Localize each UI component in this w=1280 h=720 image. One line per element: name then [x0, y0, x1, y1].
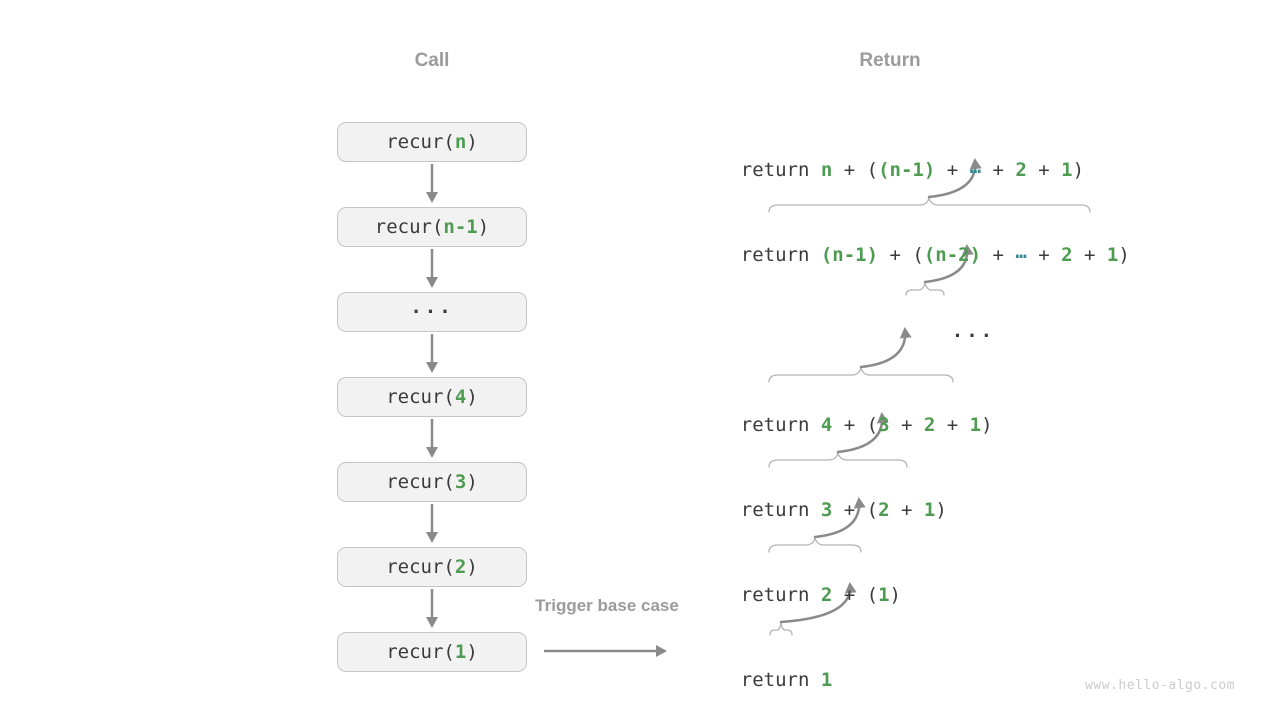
code-segment: ) — [466, 386, 478, 408]
return-expr-n-1: return (n-1) + ((n-2) + … + 2 + 1) — [695, 213, 1130, 266]
code-segment: return — [740, 584, 821, 606]
code-segment: 3 — [820, 499, 833, 521]
code-segment: recur( — [374, 216, 444, 238]
code-segment: 1 — [969, 414, 982, 436]
call-column-header: Call — [414, 50, 450, 71]
code-segment: 1 — [820, 669, 833, 691]
code-segment: (n-2) — [923, 244, 982, 266]
ellipsis-text: ··· — [951, 325, 996, 347]
call-box-recur-1: recur(1) — [337, 632, 527, 672]
ellipsis-text: ··· — [410, 301, 454, 323]
code-segment: recur( — [386, 386, 455, 408]
code-segment: recur( — [386, 471, 455, 493]
code-segment: (n-1) — [878, 159, 936, 181]
code-segment: return — [740, 414, 821, 436]
code-segment: + — [889, 499, 924, 521]
return-column-header: Return — [859, 50, 921, 71]
code-segment: + — [832, 414, 867, 436]
code-segment: n — [454, 131, 467, 153]
trigger-base-case-label: Trigger base case — [535, 596, 679, 615]
brace-icon — [768, 535, 862, 553]
code-segment: 1 — [1106, 244, 1119, 266]
code-segment: + — [935, 414, 970, 436]
code-segment: 2 — [923, 414, 936, 436]
code-segment: return — [740, 244, 821, 266]
brace-icon — [768, 450, 908, 468]
code-segment: 2 — [1015, 159, 1027, 181]
code-segment: ( — [866, 584, 879, 606]
call-box-recur-3: recur(3) — [337, 462, 527, 502]
code-segment: 1 — [878, 584, 890, 606]
code-segment: ( — [866, 159, 879, 181]
code-segment: n-1 — [443, 216, 478, 238]
code-segment: 4 — [454, 386, 467, 408]
code-segment: ) — [466, 556, 478, 578]
code-segment: 1 — [1061, 159, 1073, 181]
return-arrow-icon — [859, 327, 912, 369]
return-expr-n: return n + ((n-1) + … + 2 + 1) — [695, 128, 1084, 181]
code-segment: recur( — [386, 131, 455, 153]
code-segment: 2 — [454, 556, 467, 578]
code-segment: + — [832, 584, 867, 606]
code-segment: 1 — [923, 499, 936, 521]
code-segment: ) — [935, 499, 947, 521]
code-segment: recur( — [386, 641, 455, 663]
code-segment: 3 — [878, 414, 890, 436]
code-segment: ( — [866, 414, 879, 436]
code-segment: (n-1) — [820, 244, 879, 266]
call-box-recur-2: recur(2) — [337, 547, 527, 587]
code-segment: + — [981, 159, 1016, 181]
code-segment: return — [740, 669, 821, 691]
code-segment: ) — [1118, 244, 1130, 266]
code-segment: return — [740, 159, 821, 181]
code-segment: ) — [466, 641, 478, 663]
ellipsis-text: … — [969, 156, 982, 178]
code-segment: ) — [466, 471, 478, 493]
code-segment: recur( — [386, 556, 455, 578]
code-segment: ) — [889, 584, 901, 606]
code-segment: + — [1072, 244, 1107, 266]
return-ellipsis-row: ··· — [906, 294, 995, 347]
code-segment: + — [1026, 244, 1062, 266]
code-segment: 4 — [820, 414, 833, 436]
code-segment: ( — [866, 499, 879, 521]
return-expr-2: return 2 + (1) — [695, 553, 901, 606]
code-segment: 3 — [454, 471, 467, 493]
code-segment: + — [935, 159, 970, 181]
code-segment: + — [1026, 159, 1062, 181]
code-segment: ( — [912, 244, 924, 266]
code-segment: 2 — [820, 584, 833, 606]
code-segment: + — [889, 414, 924, 436]
code-segment: ) — [981, 414, 993, 436]
call-box-recur-n: recur(n) — [337, 122, 527, 162]
ellipsis-text: … — [1015, 241, 1027, 263]
watermark: www.hello-algo.com — [1085, 678, 1235, 693]
brace-icon — [769, 622, 793, 636]
code-segment: return — [740, 499, 821, 521]
return-expr-3: return 3 + (2 + 1) — [695, 468, 947, 521]
code-segment: 2 — [878, 499, 890, 521]
code-segment: ) — [477, 216, 490, 238]
code-segment: + — [878, 244, 913, 266]
code-segment: ) — [1072, 159, 1085, 181]
return-expr-4: return 4 + (3 + 2 + 1) — [695, 383, 993, 436]
code-segment: 1 — [454, 641, 467, 663]
call-box-recur-n-1: recur(n-1) — [337, 207, 527, 247]
call-box-ellipsis: ··· — [337, 292, 527, 332]
brace-icon — [768, 195, 1091, 213]
code-segment: ) — [466, 131, 478, 153]
code-segment: + — [832, 499, 867, 521]
code-segment: n — [820, 159, 833, 181]
code-segment: + — [981, 244, 1016, 266]
call-box-recur-4: recur(4) — [337, 377, 527, 417]
return-expr-1: return 1 — [695, 638, 833, 691]
code-segment: + — [832, 159, 867, 181]
code-segment: 2 — [1061, 244, 1073, 266]
